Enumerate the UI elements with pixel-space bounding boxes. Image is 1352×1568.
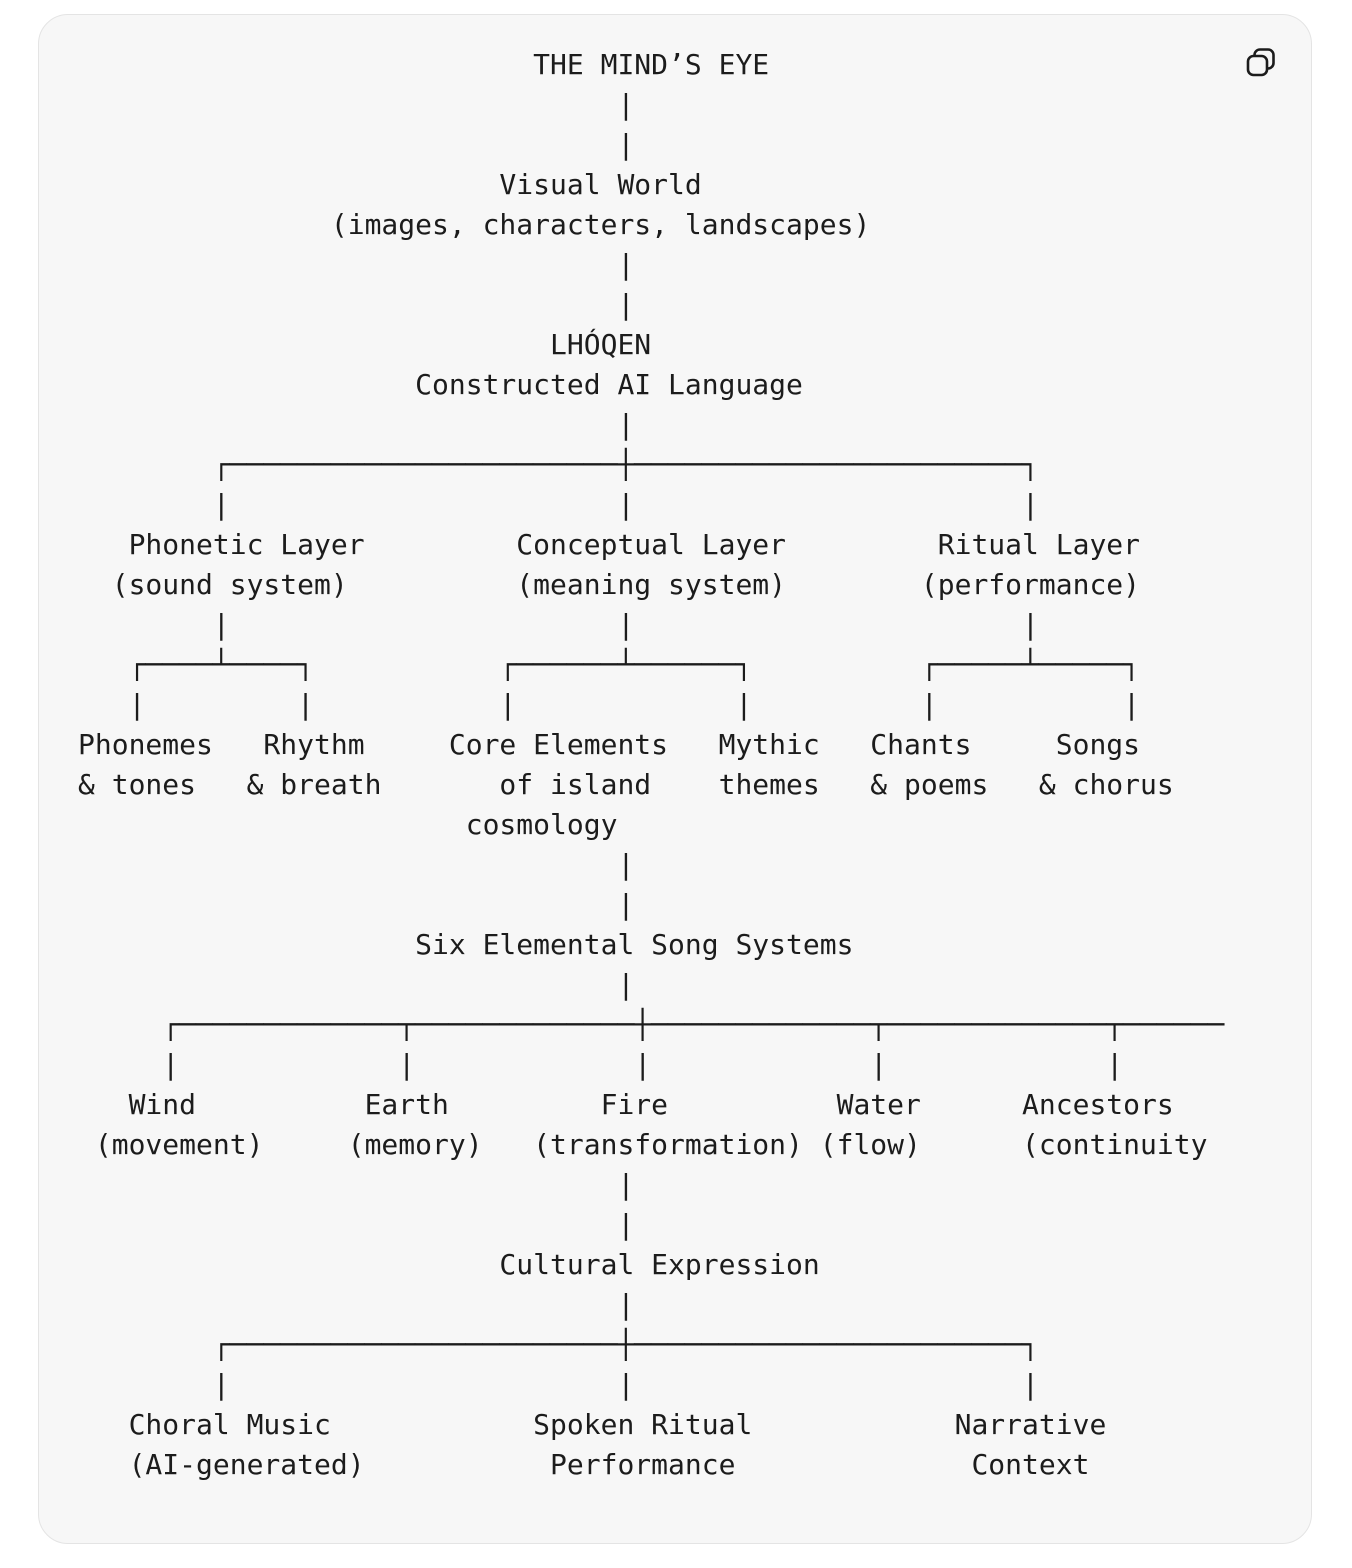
ascii-tree-diagram: THE MIND’S EYE | | Visual World (images,… bbox=[78, 48, 1225, 1481]
copy-icon bbox=[1243, 45, 1279, 81]
copy-button[interactable] bbox=[1241, 43, 1281, 83]
artifact-card: THE MIND’S EYE | | Visual World (images,… bbox=[38, 14, 1312, 1544]
